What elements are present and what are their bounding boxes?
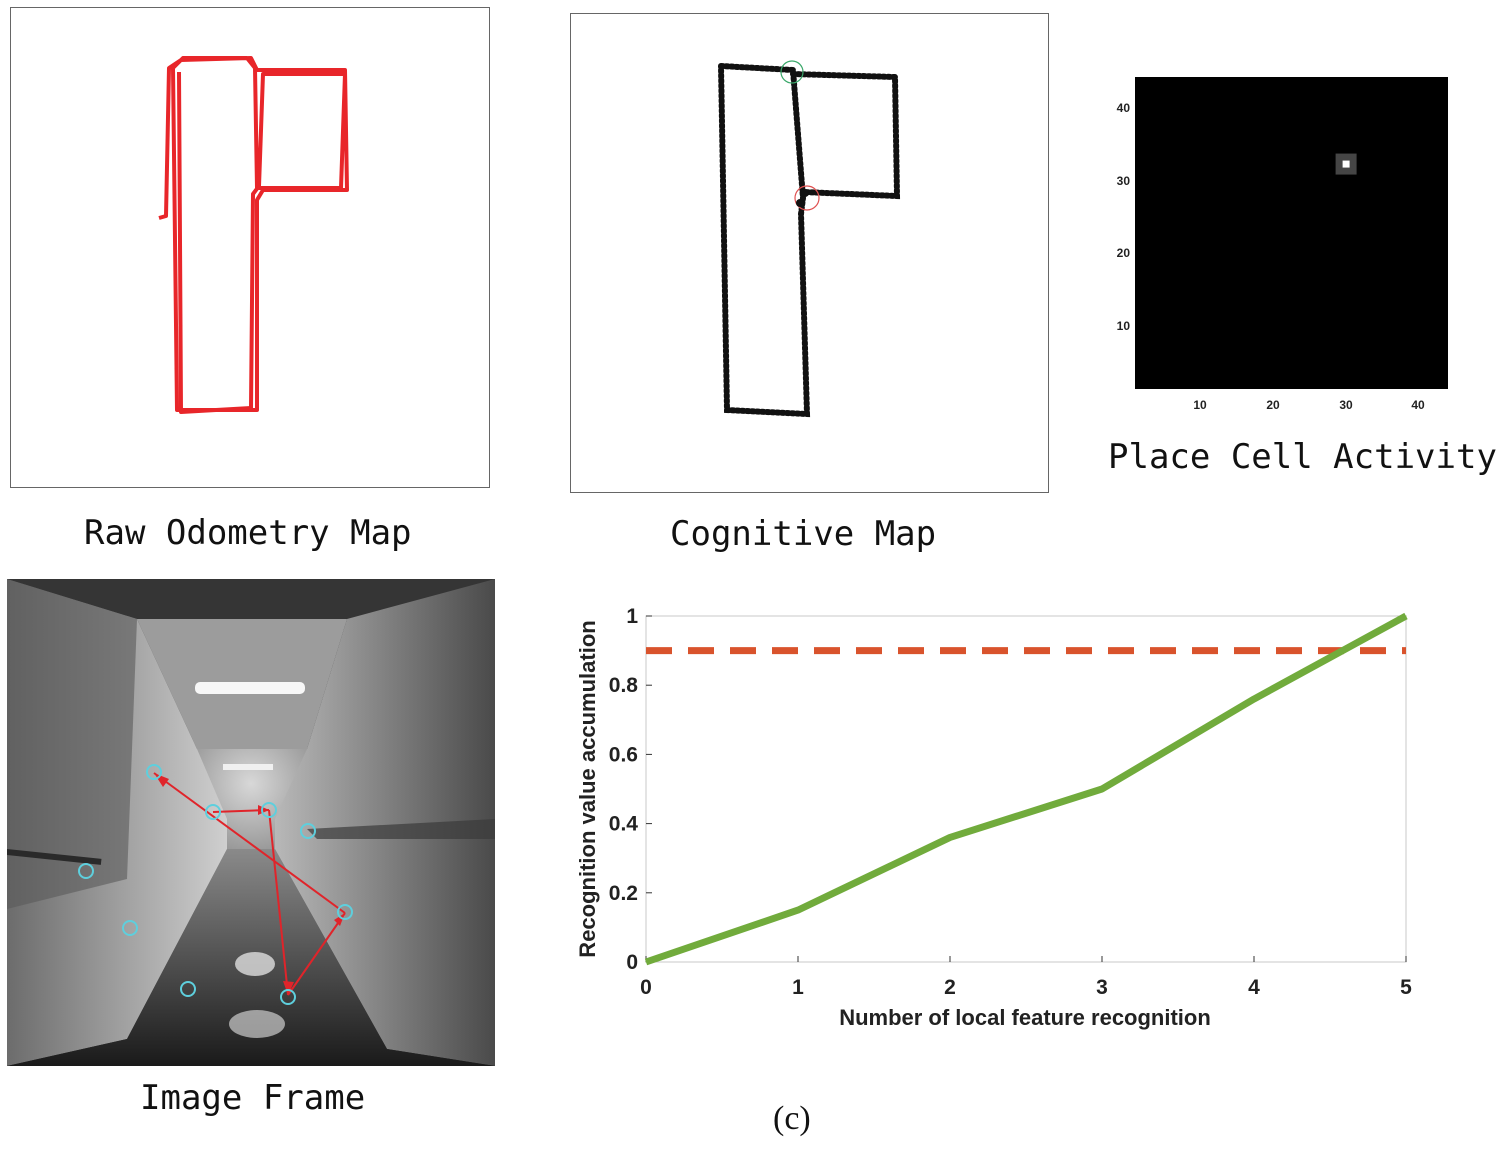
raw-odometry-map-panel <box>10 7 490 488</box>
image-frame-caption: Image Frame <box>140 1078 366 1118</box>
ceiling-light <box>195 682 305 694</box>
place-cell-caption: Place Cell Activity <box>1108 437 1497 477</box>
cognitive-map-caption: Cognitive Map <box>670 514 937 554</box>
y-tick-label: 0 <box>626 951 638 974</box>
odometry-trace-1 <box>158 56 349 414</box>
y-tick-label: 0.4 <box>609 813 639 836</box>
place-cell-y-tick: 40 <box>1117 101 1131 115</box>
keypoint-marker <box>146 764 162 780</box>
chart-axes-box <box>645 615 1407 963</box>
start-marker-icon <box>780 60 804 84</box>
x-tick-label: 2 <box>944 976 956 999</box>
recognition-data-point <box>1253 698 1255 700</box>
recognition-series-line <box>644 612 1408 966</box>
recognition-data-point <box>645 961 647 963</box>
x-tick-label: 0 <box>640 976 652 999</box>
place-cell-x-tick: 40 <box>1411 398 1425 412</box>
chart-y-axis-label: Recognition value accumulation <box>575 620 600 957</box>
place-cell-peak <box>1342 160 1350 168</box>
keypoint-marker <box>78 863 94 879</box>
x-tick-label: 3 <box>1096 976 1108 999</box>
recognition-data-point <box>1405 615 1407 617</box>
place-cell-y-tick: 30 <box>1117 174 1131 188</box>
recognition-chart: 0 1 2 3 4 5 0 0.2 0.4 0.6 0.8 1 Number of local fea… <box>575 605 1412 1030</box>
place-cell-activity-plot: 10 20 30 40 40 30 20 10 <box>1117 77 1448 412</box>
keypoint-marker <box>280 989 296 1005</box>
match-arrow <box>153 772 346 914</box>
keypoint-marker <box>180 981 196 997</box>
cognitive-map-loop <box>790 71 901 200</box>
y-tick-label: 0.8 <box>609 674 639 697</box>
arrowhead-icon <box>334 913 345 926</box>
y-tick-label: 1 <box>626 605 638 628</box>
place-cell-x-tick: 10 <box>1193 398 1207 412</box>
raw-odometry-caption: Raw Odometry Map <box>84 513 412 553</box>
recognition-data-point <box>797 909 799 911</box>
keypoint-marker <box>300 823 316 839</box>
x-tick-label: 4 <box>1248 976 1260 999</box>
cognitive-map-trace <box>718 63 811 418</box>
image-frame <box>7 579 495 1066</box>
raw-odometry-path-plot <box>158 56 349 414</box>
keypoint-marker <box>337 904 353 920</box>
arrowhead-icon <box>283 981 294 995</box>
keypoint-marker <box>205 804 221 820</box>
arrowhead-icon <box>258 805 269 815</box>
figure-label: (c) <box>773 1100 811 1137</box>
match-arrow <box>287 912 346 996</box>
keypoint-marker <box>122 920 138 936</box>
x-tick-label: 1 <box>792 976 804 999</box>
place-cell-heatmap <box>1135 77 1448 389</box>
y-tick-label: 0.6 <box>609 743 638 766</box>
place-cell-x-tick: 30 <box>1339 398 1353 412</box>
keypoint-marker <box>261 802 277 818</box>
chart-x-axis-label: Number of local feature recognition <box>839 1005 1211 1030</box>
corridor-right-wall <box>275 579 495 1066</box>
cognitive-map-plot <box>718 60 901 418</box>
place-cell-x-tick: 20 <box>1266 398 1280 412</box>
x-tick-label: 5 <box>1400 976 1412 999</box>
y-tick-label: 0.2 <box>609 882 638 905</box>
handrail <box>7 849 102 865</box>
place-cell-y-tick: 20 <box>1117 246 1131 260</box>
loop-closure-marker-icon <box>794 185 820 211</box>
place-cell-y-tick: 10 <box>1117 319 1131 333</box>
recognition-data-point <box>949 836 951 838</box>
cognitive-map-panel <box>570 13 1049 493</box>
arrowhead-icon <box>154 773 169 787</box>
match-arrow <box>268 809 289 996</box>
recognition-data-point <box>1101 788 1103 790</box>
